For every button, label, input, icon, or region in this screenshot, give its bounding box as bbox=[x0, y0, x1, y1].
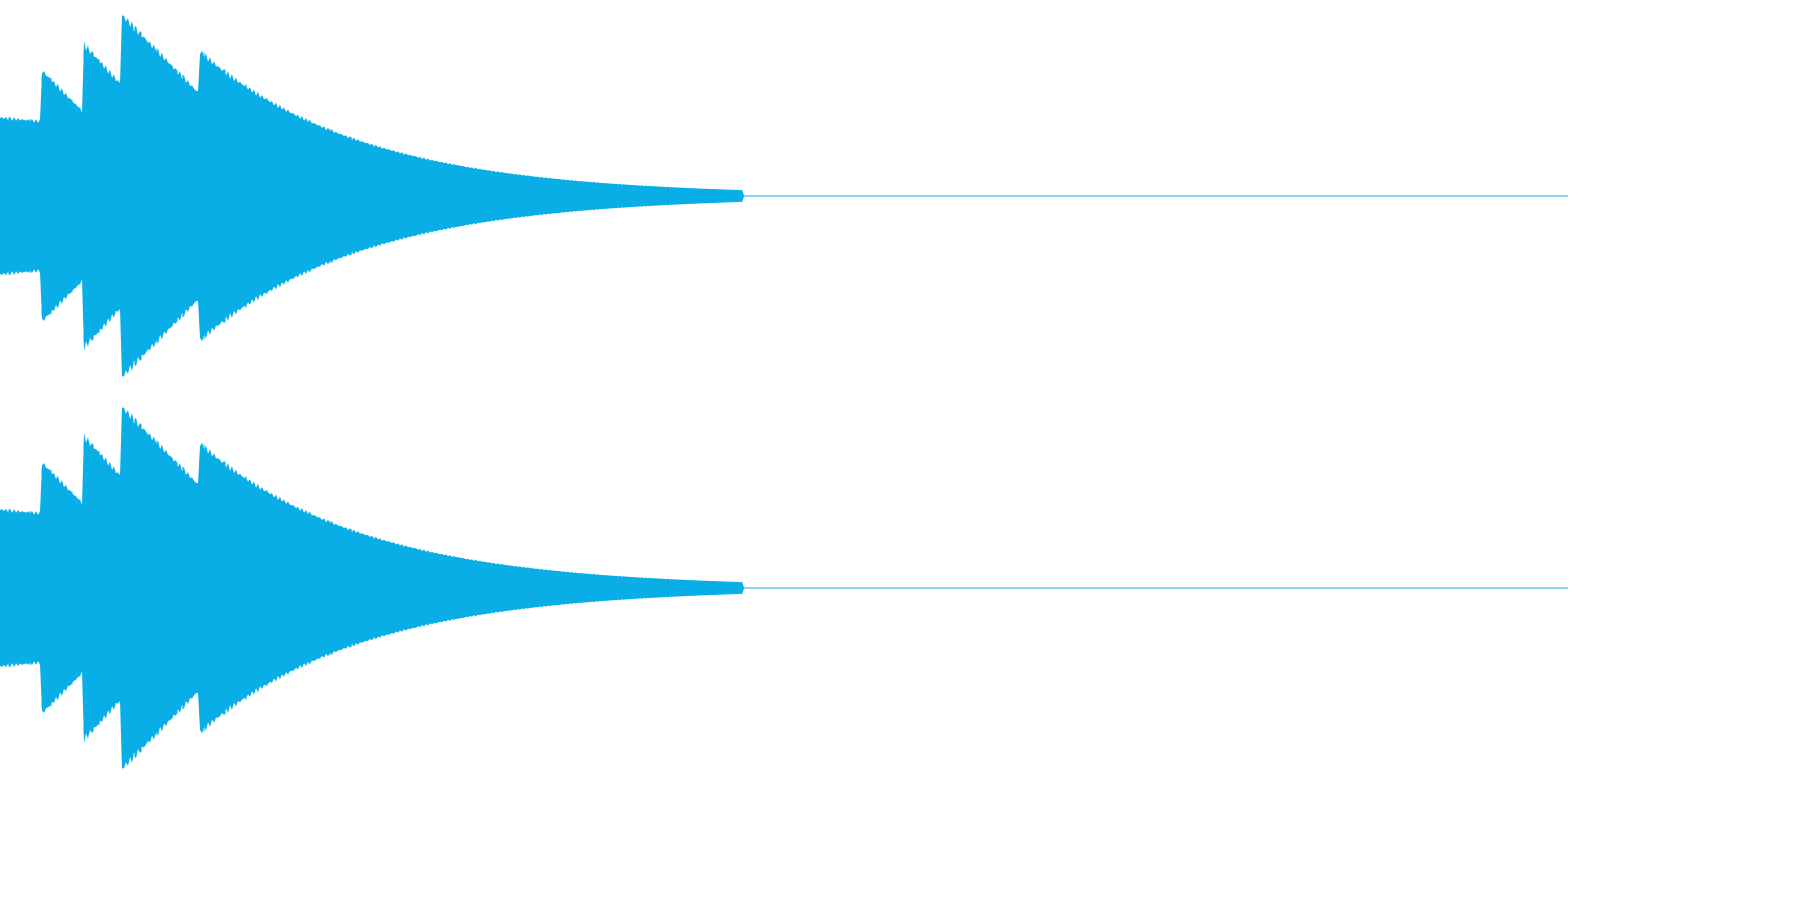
channel-2-waveform[interactable] bbox=[0, 407, 1568, 769]
channel-1-waveform[interactable] bbox=[0, 15, 1568, 377]
